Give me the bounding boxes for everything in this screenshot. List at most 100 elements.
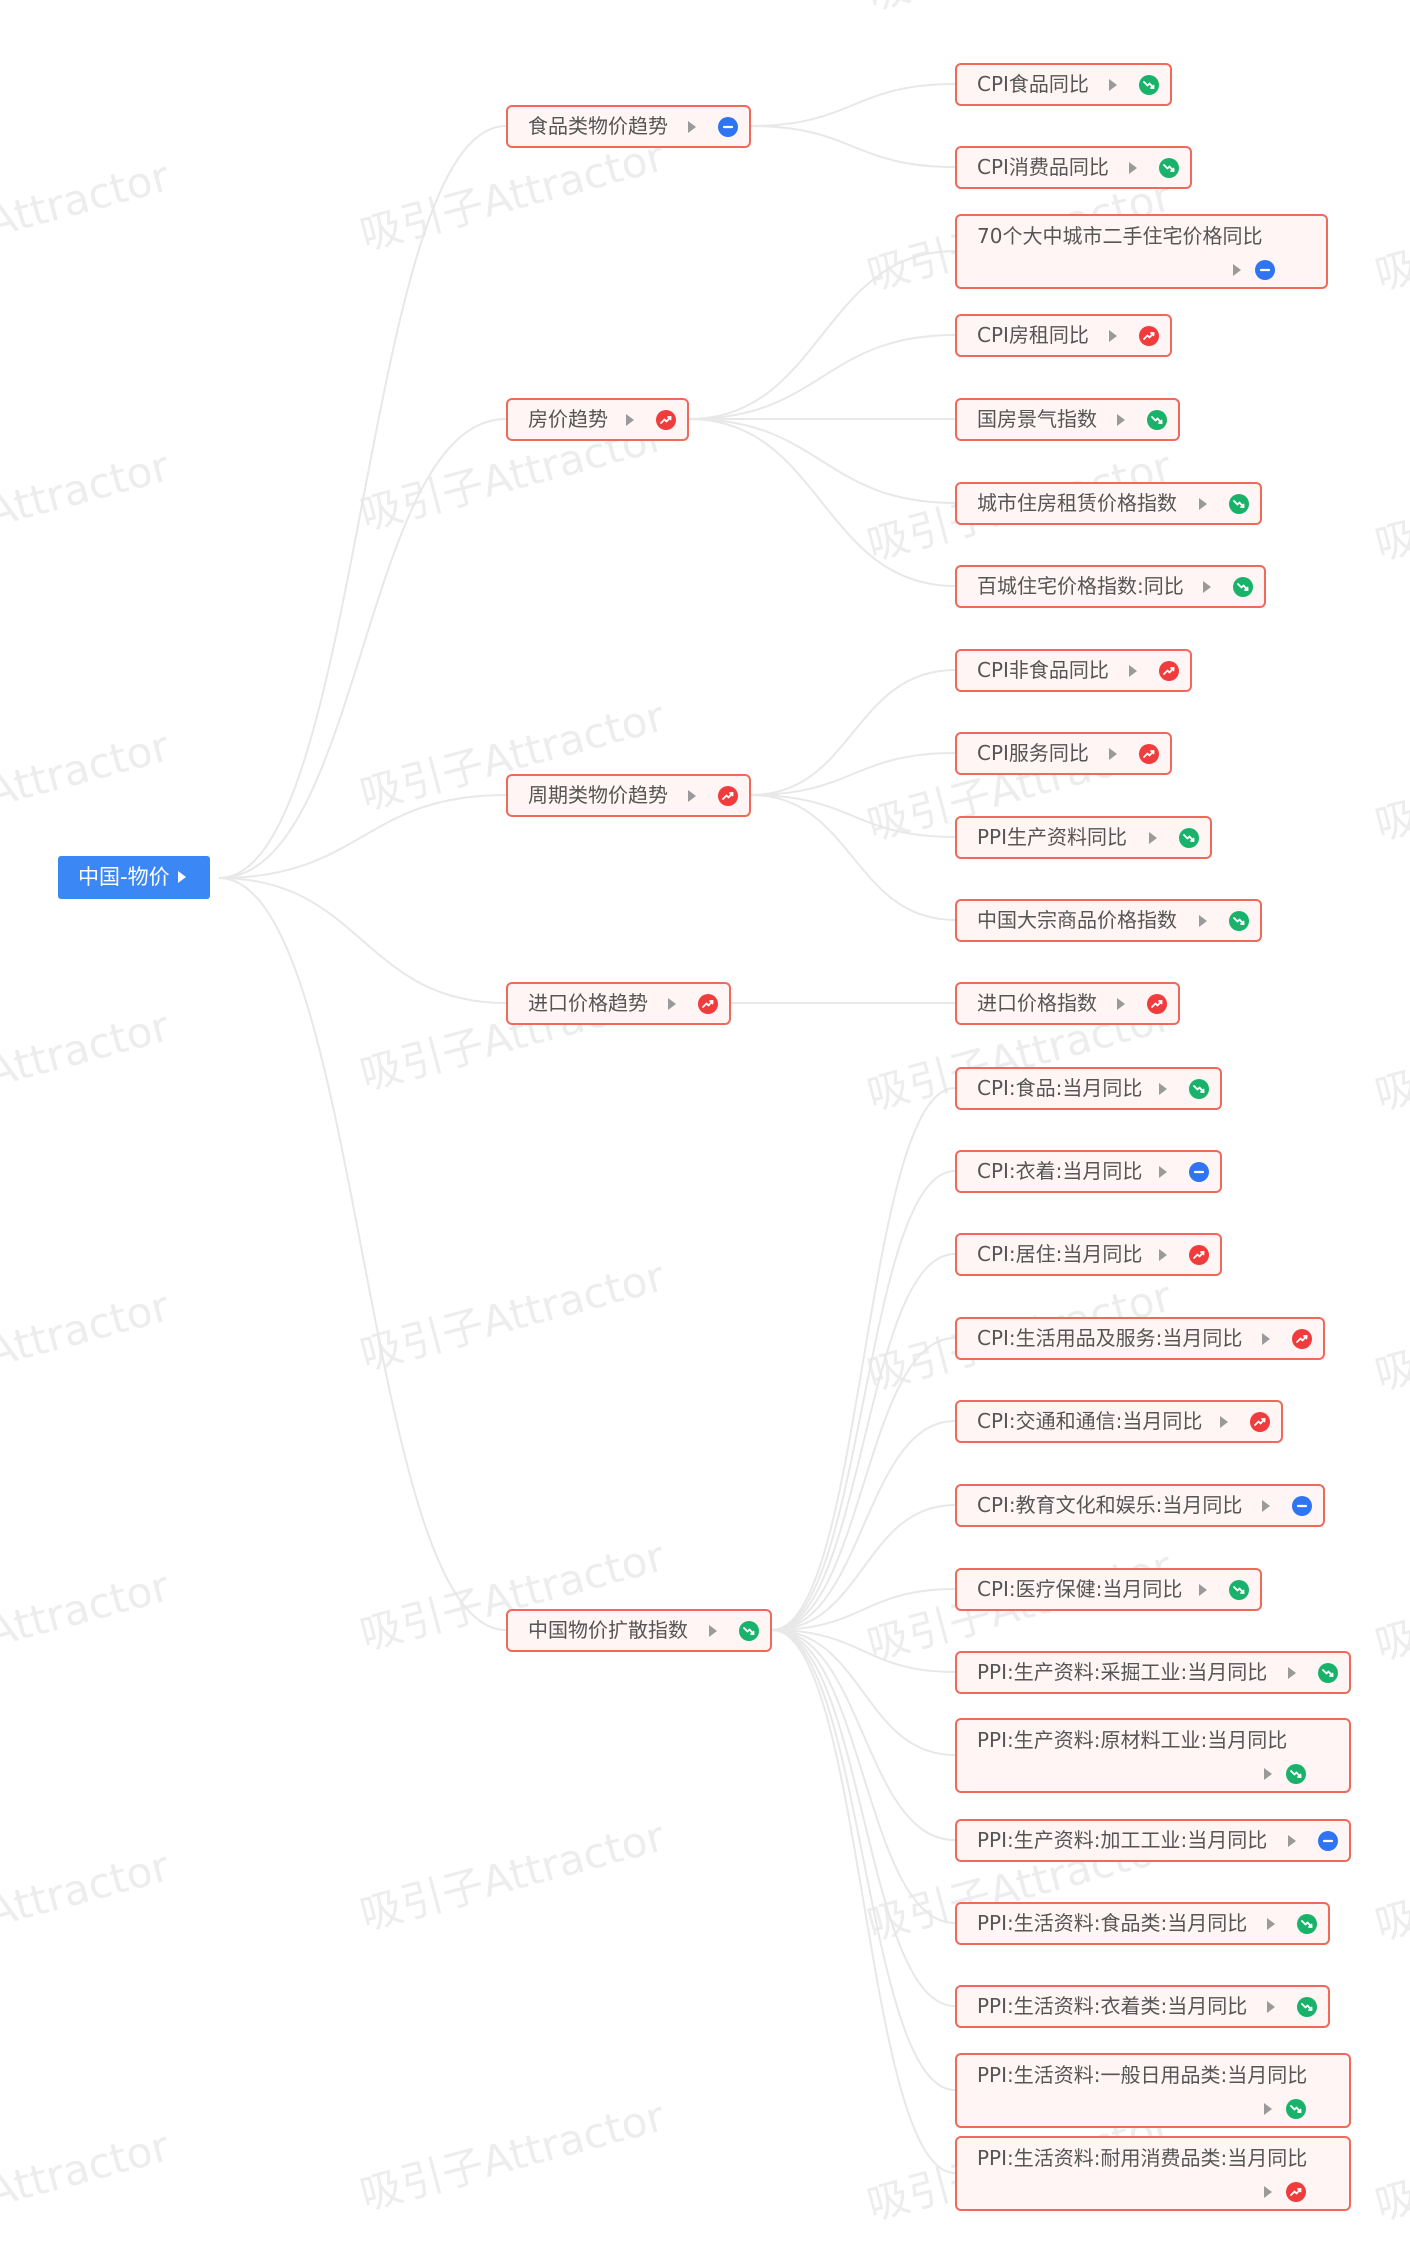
caret-right-icon[interactable] [1264, 2186, 1272, 2198]
connector-group-to-leaf [750, 83, 956, 127]
node-label: 食品类物价趋势 [528, 114, 668, 138]
trend-down-icon [1297, 1997, 1317, 2017]
caret-right-icon[interactable] [1109, 330, 1117, 342]
caret-right-icon[interactable] [1159, 1249, 1167, 1261]
leaf-node-cpi房租同比[interactable]: CPI房租同比 [955, 314, 1172, 357]
caret-right-icon[interactable] [1199, 498, 1207, 510]
node-label: CPI:食品:当月同比 [977, 1076, 1143, 1100]
node-label: CPI:教育文化和娱乐:当月同比 [977, 1493, 1243, 1517]
caret-right-icon[interactable] [1264, 2103, 1272, 2115]
caret-right-icon[interactable] [1203, 581, 1211, 593]
leaf-node-cpi-居住-当月同比[interactable]: CPI:居住:当月同比 [955, 1233, 1222, 1276]
caret-right-icon[interactable] [668, 998, 676, 1010]
trend-down-icon [1318, 1663, 1338, 1683]
leaf-node-cpi-衣着-当月同比[interactable]: CPI:衣着:当月同比 [955, 1150, 1222, 1193]
leaf-node-ppi-生活资料-食品类-当月同比[interactable]: PPI:生活资料:食品类:当月同比 [955, 1902, 1330, 1945]
connector-group-to-leaf [750, 752, 956, 796]
caret-right-icon[interactable] [1264, 1768, 1272, 1780]
leaf-node-ppi-生产资料-加工工业-当月同比[interactable]: PPI:生产资料:加工工业:当月同比 [955, 1819, 1351, 1862]
leaf-node-cpi非食品同比[interactable]: CPI非食品同比 [955, 649, 1192, 692]
leaf-node-进口价格指数[interactable]: 进口价格指数 [955, 982, 1180, 1025]
caret-right-icon[interactable] [1159, 1166, 1167, 1178]
node-label: CPI:衣着:当月同比 [977, 1159, 1143, 1183]
leaf-node-cpi-交通和通信-当月同比[interactable]: CPI:交通和通信:当月同比 [955, 1400, 1283, 1443]
caret-right-icon[interactable] [1288, 1835, 1296, 1847]
leaf-node-ppi-生产资料-原材料工业-当月同比[interactable]: PPI:生产资料:原材料工业:当月同比 [955, 1718, 1351, 1793]
trend-up-icon [656, 410, 676, 430]
caret-right-icon[interactable] [1199, 1584, 1207, 1596]
trend-up-icon [1139, 326, 1159, 346]
trend-down-icon [1233, 577, 1253, 597]
trend-flat-icon [1255, 260, 1275, 280]
group-node-1[interactable]: 食品类物价趋势 [506, 105, 751, 148]
connector-group-to-leaf [688, 418, 956, 504]
node-label: 国房景气指数 [977, 407, 1097, 431]
connector-root-to-group [218, 877, 507, 1004]
node-label: PPI:生产资料:采掘工业:当月同比 [977, 1660, 1268, 1684]
caret-right-icon[interactable] [626, 414, 634, 426]
trend-down-icon [1139, 75, 1159, 95]
caret-right-icon[interactable] [709, 1625, 717, 1637]
caret-right-icon[interactable] [177, 871, 186, 883]
connector-group-to-leaf [771, 1629, 956, 2174]
trend-down-icon [1159, 158, 1179, 178]
leaf-node-百城住宅价格指数-同比[interactable]: 百城住宅价格指数:同比 [955, 565, 1266, 608]
caret-right-icon[interactable] [1117, 998, 1125, 1010]
caret-right-icon[interactable] [1109, 748, 1117, 760]
leaf-node-国房景气指数[interactable]: 国房景气指数 [955, 398, 1180, 441]
group-node-4[interactable]: 进口价格趋势 [506, 982, 731, 1025]
connector-group-to-leaf [771, 1504, 956, 1631]
caret-right-icon[interactable] [1233, 264, 1241, 276]
leaf-node-ppi-生产资料-采掘工业-当月同比[interactable]: PPI:生产资料:采掘工业:当月同比 [955, 1651, 1351, 1694]
node-label: PPI:生活资料:衣着类:当月同比 [977, 1994, 1248, 2018]
caret-right-icon[interactable] [1288, 1667, 1296, 1679]
group-node-2[interactable]: 房价趋势 [506, 398, 689, 441]
node-label: PPI:生活资料:耐用消费品类:当月同比 [977, 2146, 1308, 2170]
connector-group-to-leaf [750, 794, 956, 838]
leaf-node-cpi-教育文化和娱乐-当月同比[interactable]: CPI:教育文化和娱乐:当月同比 [955, 1484, 1325, 1527]
node-label: CPI消费品同比 [977, 155, 1109, 179]
node-label: 中国物价扩散指数 [528, 1618, 688, 1642]
leaf-node-cpi-生活用品及服务-当月同比[interactable]: CPI:生活用品及服务:当月同比 [955, 1317, 1325, 1360]
caret-right-icon[interactable] [1267, 1918, 1275, 1930]
caret-right-icon[interactable] [1220, 1416, 1228, 1428]
caret-right-icon[interactable] [1267, 2001, 1275, 2013]
leaf-node-cpi-医疗保健-当月同比[interactable]: CPI:医疗保健:当月同比 [955, 1568, 1262, 1611]
leaf-node-ppi-生活资料-衣着类-当月同比[interactable]: PPI:生活资料:衣着类:当月同比 [955, 1985, 1330, 2028]
caret-right-icon[interactable] [1117, 414, 1125, 426]
leaf-node-cpi食品同比[interactable]: CPI食品同比 [955, 63, 1172, 106]
node-label: 城市住房租赁价格指数 [977, 491, 1177, 515]
leaf-node-中国大宗商品价格指数[interactable]: 中国大宗商品价格指数 [955, 899, 1262, 942]
caret-right-icon[interactable] [1149, 832, 1157, 844]
group-node-5[interactable]: 中国物价扩散指数 [506, 1609, 772, 1652]
caret-right-icon[interactable] [1262, 1333, 1270, 1345]
caret-right-icon[interactable] [1159, 1083, 1167, 1095]
caret-right-icon[interactable] [1129, 162, 1137, 174]
leaf-node-cpi消费品同比[interactable]: CPI消费品同比 [955, 146, 1192, 189]
leaf-node-城市住房租赁价格指数[interactable]: 城市住房租赁价格指数 [955, 482, 1262, 525]
caret-right-icon[interactable] [1199, 915, 1207, 927]
trend-flat-icon [1292, 1496, 1312, 1516]
connector-group-to-leaf [688, 334, 956, 420]
trend-down-icon [1229, 1580, 1249, 1600]
leaf-node-cpi服务同比[interactable]: CPI服务同比 [955, 732, 1172, 775]
root-node[interactable]: 中国-物价 [58, 856, 210, 899]
leaf-node-ppi-生活资料-一般日用品类-当月同比[interactable]: PPI:生活资料:一般日用品类:当月同比 [955, 2053, 1351, 2128]
node-label: 进口价格趋势 [528, 991, 648, 1015]
leaf-node-cpi-食品-当月同比[interactable]: CPI:食品:当月同比 [955, 1067, 1222, 1110]
leaf-node-ppi-生活资料-耐用消费品类-当月同比[interactable]: PPI:生活资料:耐用消费品类:当月同比 [955, 2136, 1351, 2211]
caret-right-icon[interactable] [688, 790, 696, 802]
connector-group-to-leaf [750, 794, 956, 921]
leaf-node-ppi生产资料同比[interactable]: PPI生产资料同比 [955, 816, 1212, 859]
trend-down-icon [1286, 2099, 1306, 2119]
leaf-node-70个大中城市二手住宅价格同比[interactable]: 70个大中城市二手住宅价格同比 [955, 214, 1328, 289]
caret-right-icon[interactable] [1129, 665, 1137, 677]
caret-right-icon[interactable] [1262, 1500, 1270, 1512]
group-node-3[interactable]: 周期类物价趋势 [506, 774, 751, 817]
caret-right-icon[interactable] [688, 121, 696, 133]
node-label: CPI非食品同比 [977, 658, 1109, 682]
node-label: CPI房租同比 [977, 323, 1089, 347]
caret-right-icon[interactable] [1109, 79, 1117, 91]
trend-up-icon [1139, 744, 1159, 764]
connector-group-to-leaf [771, 1253, 956, 1631]
